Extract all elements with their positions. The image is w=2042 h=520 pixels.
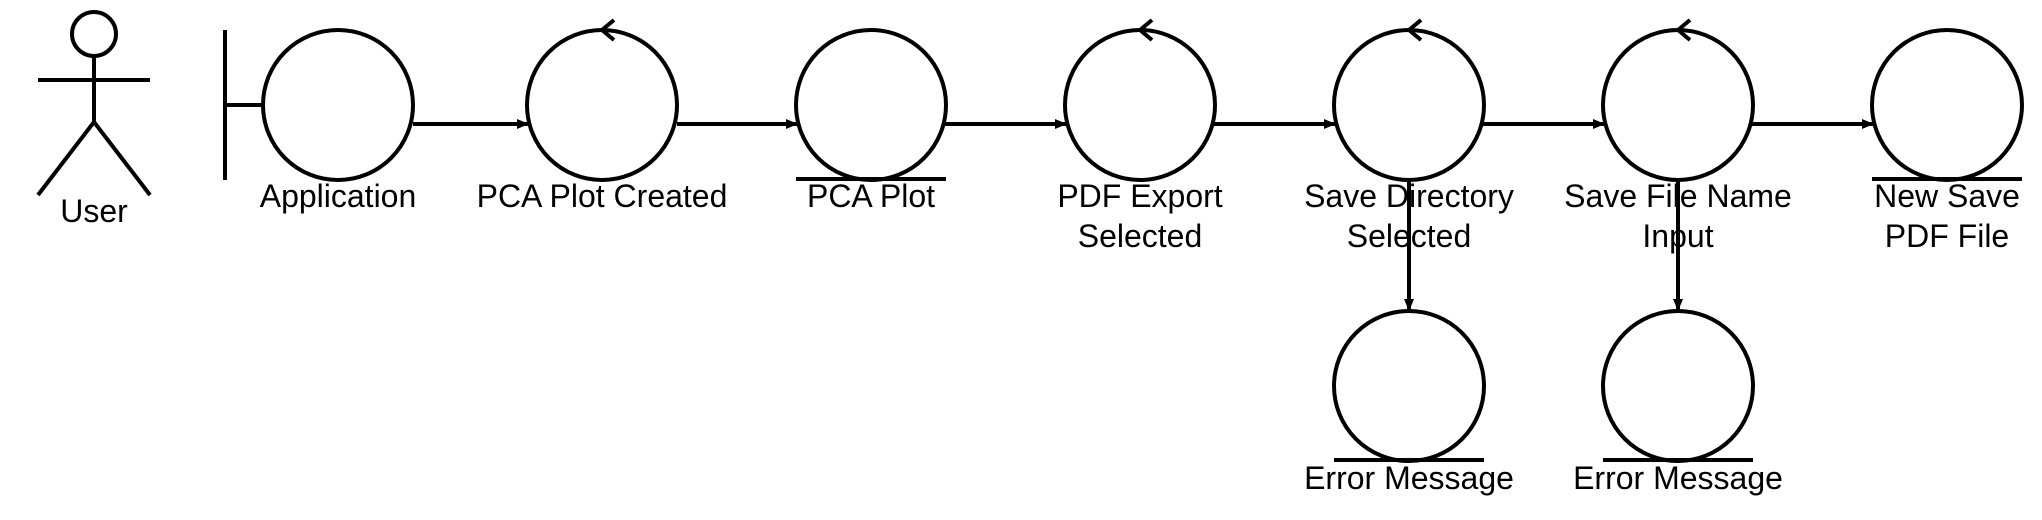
control-circle xyxy=(1601,28,1755,182)
application-boundary: Application xyxy=(223,28,417,214)
control-label-line2: Selected xyxy=(1347,218,1472,254)
control-save-file-name-input: Save File Name Input xyxy=(1564,18,1792,254)
entity-label-line1: PCA Plot xyxy=(807,178,935,214)
entity-label-line1: Error Message xyxy=(1304,460,1514,496)
control-circle xyxy=(525,28,679,182)
entity-pca-plot: PCA Plot xyxy=(794,28,948,214)
actor-left-leg xyxy=(36,120,96,197)
entity-circle xyxy=(1601,309,1755,463)
actor-label: User xyxy=(60,193,128,229)
entity-error-message-file-name: Error Message xyxy=(1573,309,1783,496)
actor-right-leg xyxy=(92,120,152,197)
control-label-line2: Selected xyxy=(1078,218,1203,254)
boundary-circle xyxy=(261,28,415,182)
control-label-line1: Save File Name xyxy=(1564,178,1792,214)
control-pdf-export-selected: PDF Export Selected xyxy=(1057,18,1223,254)
control-label-line1: PCA Plot Created xyxy=(477,178,728,214)
entity-label-line1: Error Message xyxy=(1573,460,1783,496)
control-arrow-icon xyxy=(1136,18,1154,42)
entity-label-line2: PDF File xyxy=(1885,218,2009,254)
entity-circle xyxy=(1870,28,2024,182)
control-label-line2: Input xyxy=(1642,218,1713,254)
control-circle xyxy=(1332,28,1486,182)
control-save-directory-selected: Save Directory Selected xyxy=(1304,18,1514,254)
entity-new-save-pdf-file: New Save PDF File xyxy=(1870,28,2024,254)
boundary-label: Application xyxy=(260,178,417,214)
control-pca-plot-created: PCA Plot Created xyxy=(477,18,728,214)
entity-error-message-directory: Error Message xyxy=(1304,309,1514,496)
control-arrow-icon xyxy=(1674,18,1692,42)
control-circle xyxy=(1063,28,1217,182)
entity-label-line1: New Save xyxy=(1874,178,2020,214)
entity-circle xyxy=(794,28,948,182)
control-arrow-icon xyxy=(1405,18,1423,42)
control-arrow-icon xyxy=(598,18,616,42)
control-label-line1: PDF Export xyxy=(1057,178,1222,214)
actor-head xyxy=(70,10,118,58)
entity-circle xyxy=(1332,309,1486,463)
control-label-line1: Save Directory xyxy=(1304,178,1514,214)
user-actor: User xyxy=(36,10,152,229)
